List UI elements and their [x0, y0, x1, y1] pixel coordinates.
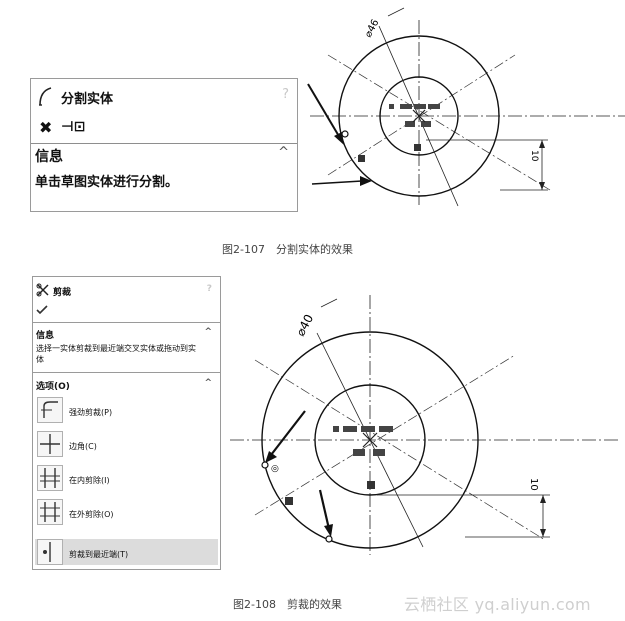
trim-away-inside-icon[interactable] [37, 465, 63, 491]
pointer-arrowhead-2 [324, 524, 333, 537]
help-icon[interactable]: ? [282, 87, 289, 102]
help-icon[interactable]: ? [206, 284, 212, 294]
divider [33, 372, 220, 373]
pointer-arrowhead-1 [265, 451, 277, 463]
check-icon[interactable] [36, 305, 48, 315]
diameter-label: ⌀46 [363, 18, 382, 40]
pushpin-button[interactable]: ⊣⊡ [61, 119, 86, 135]
option-label[interactable]: 在外剪除(O) [69, 510, 114, 519]
info-section-title: 信息 [35, 149, 63, 165]
relation-glyph-6 [379, 426, 393, 432]
info-message: 单击草图实体进行分割。 [35, 175, 179, 190]
option-label[interactable]: 边角(C) [69, 442, 97, 451]
origin-marker-icon [362, 432, 378, 448]
divider [33, 322, 220, 323]
dimension-label: 10 [529, 150, 539, 162]
corner-trim-icon[interactable] [37, 431, 63, 457]
inner-circle [314, 384, 426, 496]
trim-to-closest-icon[interactable] [37, 539, 63, 565]
relation-glyph-3 [389, 104, 394, 109]
diagonal-centerline-2 [327, 54, 551, 191]
panel-title-row: 分割实体 ? [31, 79, 297, 113]
dim-arrow-bottom [540, 529, 546, 537]
watermark-text: 云栖社区 yq.aliyun.com [404, 595, 591, 614]
collapse-chevron-icon[interactable]: ^ [204, 378, 212, 388]
action-row: ✖ ⊣⊡ [31, 113, 297, 144]
info-message-line-2: 体 [36, 355, 44, 364]
trim-point-marker-2 [325, 535, 333, 543]
selected-option-highlight[interactable] [35, 539, 218, 565]
option-label[interactable]: 强劲剪裁(P) [69, 408, 113, 417]
cancel-button[interactable]: ✖ [39, 118, 53, 137]
pointer-arrow-1 [307, 83, 341, 139]
trim-drawing: ⌀40 10 ◎ [230, 295, 620, 555]
trim-icon [36, 283, 49, 297]
relation-glyph-7 [353, 449, 365, 456]
power-trim-icon[interactable] [37, 397, 63, 423]
diameter-extension [320, 298, 338, 308]
split-point-marker [341, 130, 349, 138]
pointer-arrowhead-2 [360, 176, 372, 186]
relation-glyph-2 [414, 144, 421, 151]
dim-arrow-top [540, 495, 546, 503]
relation-glyph-7 [405, 121, 415, 127]
relation-glyph-3 [333, 426, 339, 432]
relation-glyph-2 [367, 481, 375, 489]
relation-glyph-8 [421, 121, 431, 127]
relation-glyph-4 [343, 426, 357, 432]
split-entity-icon [39, 87, 52, 106]
figure-2-caption: 图2-108 剪裁的效果 [233, 598, 342, 611]
options-section-title: 选项(O) [36, 382, 70, 392]
option-label[interactable]: 在内剪除(I) [69, 476, 110, 485]
panel-title: 剪裁 [53, 288, 72, 298]
dim-arrow-top [539, 140, 545, 148]
origin-marker-icon [412, 109, 426, 123]
relation-glyph-6 [428, 104, 440, 109]
collapse-chevron-icon[interactable]: ^ [278, 145, 289, 160]
inner-circle [379, 76, 459, 156]
diagonal-centerline-2 [254, 359, 546, 541]
pointer-arrow-1 [270, 410, 306, 456]
point-marker-glyph: ◎ [271, 464, 279, 474]
diagonal-centerline-1 [254, 354, 516, 516]
trim-panel: 剪裁 ? 信息 ^ 选择一实体剪裁到最近端交叉实体或拖动到实 体 选项(O) ^… [32, 276, 221, 570]
pointer-arrow-2 [311, 180, 363, 185]
diameter-extension [387, 7, 405, 17]
relation-glyph-1 [358, 155, 365, 162]
trim-away-outside-icon[interactable] [37, 499, 63, 525]
split-entity-panel: 分割实体 ? ✖ ⊣⊡ 信息 ^ 单击草图实体进行分割。 [30, 78, 298, 212]
panel-title: 分割实体 [61, 92, 114, 107]
collapse-chevron-icon[interactable]: ^ [204, 327, 212, 337]
relation-glyph-8 [373, 449, 385, 456]
figure-1-caption: 图2-107 分割实体的效果 [222, 243, 353, 256]
diameter-label: ⌀40 [293, 312, 316, 338]
relation-glyph-1 [285, 497, 293, 505]
pointer-arrow-2 [318, 489, 331, 530]
pointer-arrowhead-1 [334, 132, 344, 145]
trim-point-marker-1 [261, 461, 269, 469]
relation-glyph-5 [414, 104, 426, 109]
option-label[interactable]: 剪裁到最近端(T) [69, 550, 129, 559]
info-section-title: 信息 [36, 331, 55, 341]
split-entity-drawing: ⌀46 10 [307, 7, 625, 207]
info-section-header[interactable]: 信息 ^ [31, 144, 297, 166]
info-message-line-1: 选择一实体剪裁到最近端交叉实体或拖动到实 [36, 344, 196, 353]
dimension-label: 10 [528, 478, 539, 491]
relation-glyph-4 [400, 104, 412, 109]
outer-circle [261, 331, 479, 549]
dim-arrow-bottom [539, 182, 545, 190]
outer-circle [338, 35, 500, 197]
relation-glyph-5 [361, 426, 375, 432]
